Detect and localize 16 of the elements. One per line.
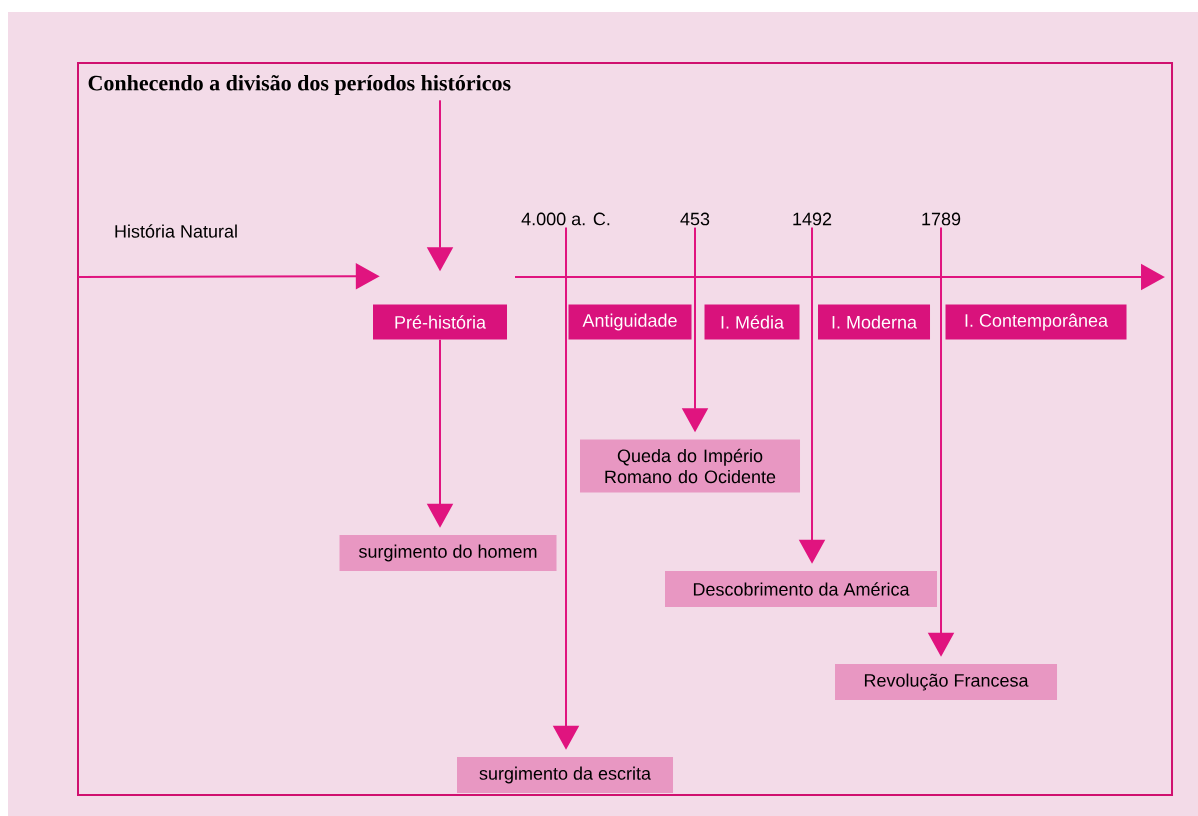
period-box: I. Média <box>704 304 800 340</box>
event-box: Queda do Império Romano do Ocidente <box>580 439 800 493</box>
period-box: Pré-história <box>373 304 507 340</box>
event-box: surgimento do homem <box>339 535 557 571</box>
title: Conhecendo a divisão dos períodos históricos <box>88 75 511 95</box>
event-box: Descobrimento da América <box>665 571 937 607</box>
event-box: surgimento da escrita <box>457 757 673 793</box>
edge-label: História Natural <box>115 224 237 238</box>
period-box: I. Contemporânea <box>945 304 1127 340</box>
year-label: 1492 <box>793 212 832 226</box>
period-box: Antiguidade <box>568 304 692 340</box>
year-label: 4.000 a. C. <box>521 212 610 226</box>
year-label: 1789 <box>922 212 961 226</box>
event-box: Revolução Francesa <box>835 664 1057 700</box>
period-box: I. Moderna <box>818 304 930 340</box>
year-label: 453 <box>680 212 710 226</box>
